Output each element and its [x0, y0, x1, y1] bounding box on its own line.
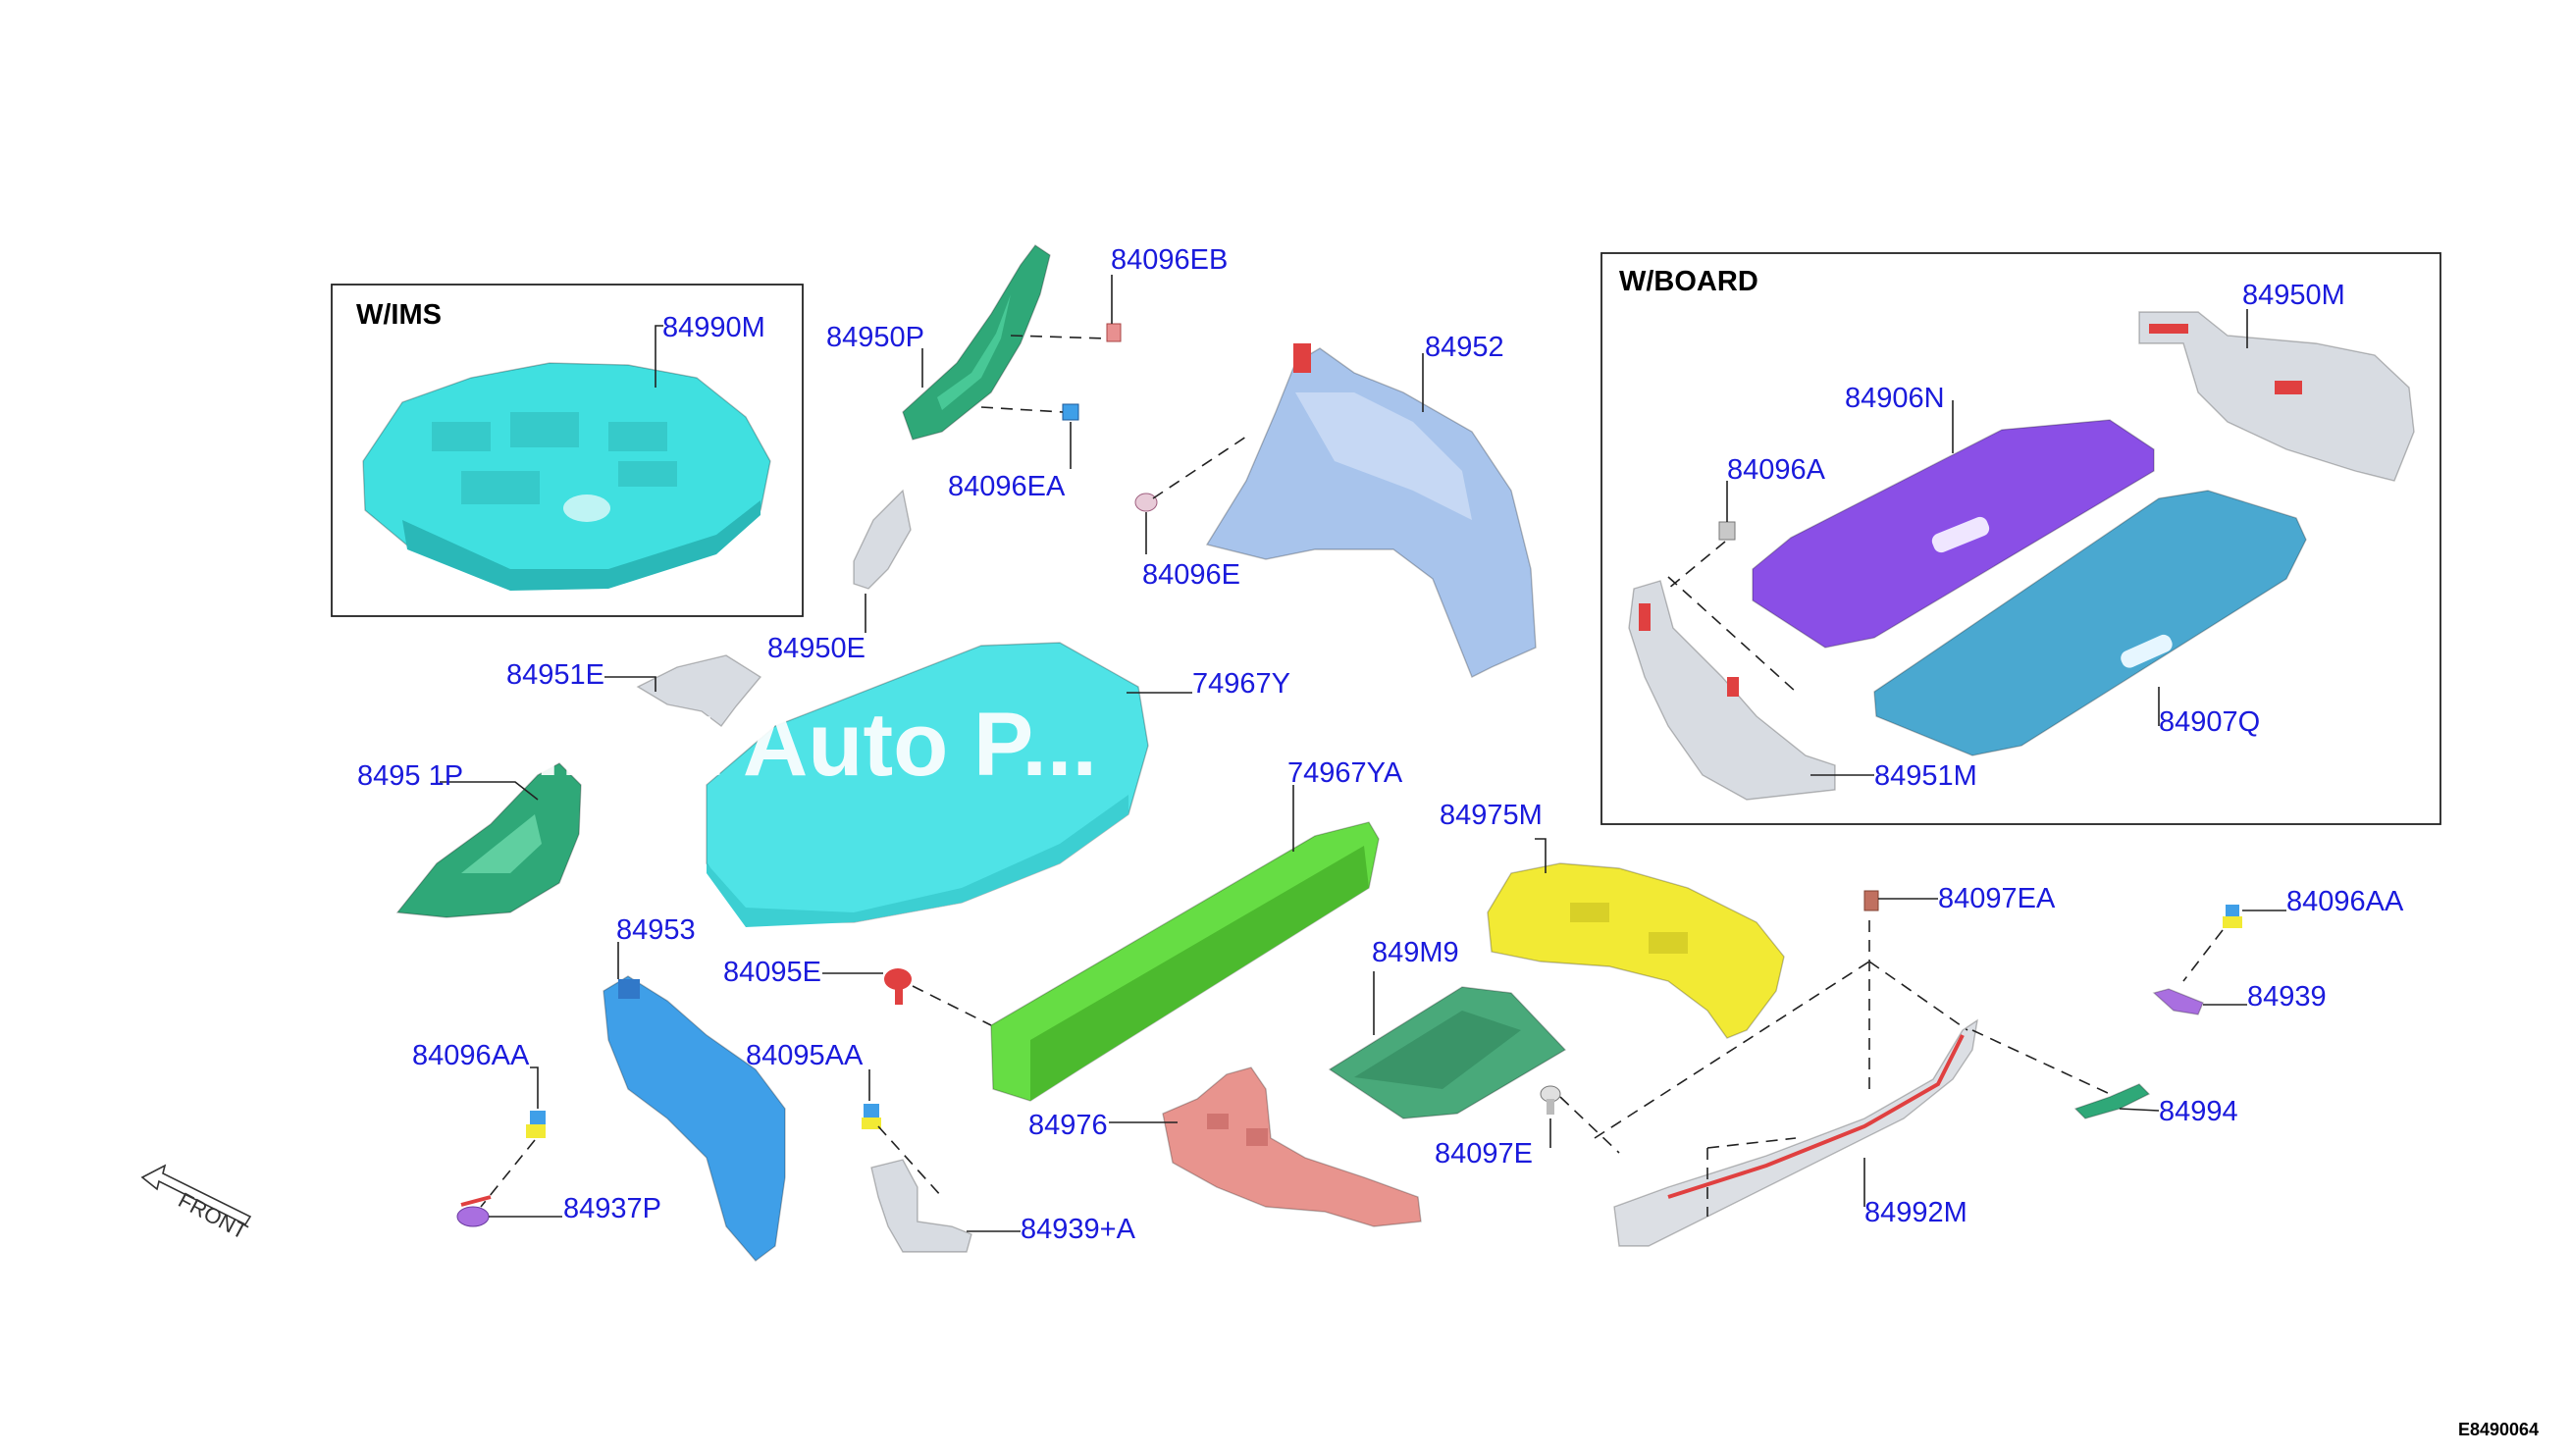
label-84953: 84953	[616, 914, 696, 946]
label-84952: 84952	[1425, 332, 1504, 363]
label-84951M: 84951M	[1874, 760, 1977, 792]
ims-box	[331, 284, 804, 617]
part-74967YA-shelf	[990, 821, 1380, 1102]
label-84095AA: 84095AA	[746, 1040, 864, 1071]
label-84937P: 84937P	[563, 1193, 661, 1224]
label-84950E: 84950E	[767, 633, 865, 664]
label-84976: 84976	[1028, 1110, 1108, 1141]
label-84951E: 84951E	[506, 659, 604, 691]
part-84994-clip	[2073, 1083, 2151, 1119]
watermark: ...ant Auto P...	[510, 695, 1097, 795]
ims-box-title: W/IMS	[356, 299, 442, 331]
label-84939A: 84939+A	[1021, 1214, 1136, 1245]
part-84992M-sill	[1613, 1018, 1978, 1247]
label-74967YA: 74967YA	[1287, 757, 1403, 789]
part-84097EA-clip	[1863, 890, 1879, 911]
label-84939: 84939	[2247, 981, 2327, 1013]
part-84095E-bolt	[884, 968, 912, 1005]
part-84976	[1162, 1066, 1422, 1227]
part-84950M	[2138, 311, 2415, 482]
board-box-title: W/BOARD	[1619, 266, 1758, 297]
part-74967Y-floor	[706, 642, 1149, 927]
label-84095E: 84095E	[723, 957, 821, 988]
part-84096AA-left-clip	[526, 1111, 546, 1138]
label-84096AA-left: 84096AA	[412, 1040, 530, 1071]
part-84953	[603, 975, 786, 1262]
part-84906N-board	[1752, 419, 2155, 649]
part-84951P	[395, 762, 582, 918]
label-74967Y: 74967Y	[1192, 668, 1290, 700]
part-84952-trim	[1205, 343, 1537, 678]
part-84990M-tray	[362, 362, 771, 591]
label-84906N: 84906N	[1845, 383, 1945, 414]
part-84975M	[1487, 862, 1785, 1039]
board-box	[1600, 252, 2441, 825]
label-84950P: 84950P	[826, 322, 924, 353]
part-84096AA-right-clip	[2223, 905, 2242, 928]
part-84096A-clip	[1718, 521, 1736, 541]
part-84939-clip	[2152, 988, 2204, 1015]
label-84096A: 84096A	[1727, 454, 1826, 486]
part-84907Q-board	[1873, 490, 2307, 756]
part-84950E	[853, 489, 912, 590]
label-84097E: 84097E	[1435, 1138, 1533, 1170]
label-84097EA: 84097EA	[1938, 883, 2056, 914]
front-label: FRONT	[175, 1187, 252, 1244]
front-arrow: FRONT	[140, 1164, 252, 1244]
label-84096EA: 84096EA	[948, 471, 1066, 502]
label-84096AA-right: 84096AA	[2286, 886, 2404, 917]
part-84096EA-clip	[1062, 403, 1079, 421]
part-84951M-bracket	[1628, 580, 1836, 801]
part-84096E-clip	[1134, 493, 1158, 512]
part-84096EB-clip	[1106, 323, 1122, 342]
label-84096E: 84096E	[1142, 559, 1240, 591]
label-84992M: 84992M	[1864, 1197, 1967, 1228]
part-84950P	[902, 244, 1051, 441]
label-849M9: 849M9	[1372, 937, 1459, 968]
part-84951E	[636, 654, 762, 727]
label-84907Q: 84907Q	[2159, 706, 2260, 738]
label-84096EB: 84096EB	[1111, 244, 1228, 276]
figure-code: E8490064	[2458, 1420, 2539, 1439]
part-849M9-cover	[1328, 986, 1567, 1119]
label-84975M: 84975M	[1440, 800, 1543, 831]
part-84939A-bracket	[870, 1159, 972, 1253]
label-84994: 84994	[2159, 1096, 2238, 1127]
label-84951P: 8495 1P	[357, 760, 463, 792]
part-84095AA-clip	[862, 1104, 881, 1129]
label-84950M: 84950M	[2242, 280, 2345, 311]
label-84990M: 84990M	[662, 312, 765, 343]
part-84097E-clip	[1540, 1085, 1561, 1115]
